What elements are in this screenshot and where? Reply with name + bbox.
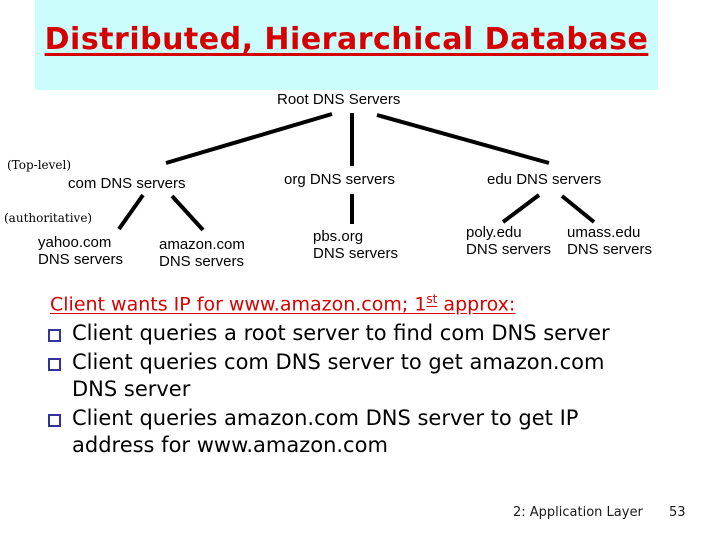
list-heading: Client wants IP for www.amazon.com; 1st … xyxy=(50,292,680,315)
title-banner xyxy=(35,0,658,90)
edge-edu-poly xyxy=(501,193,541,224)
node-amazon-line2: DNS servers xyxy=(159,253,245,270)
tier-tag-top-level: (Top-level) xyxy=(7,158,72,172)
node-root-dns-servers: Root DNS Servers xyxy=(277,91,401,108)
list-item-text: Client queries amazon.com DNS server to … xyxy=(72,406,579,458)
node-poly-line2: DNS servers xyxy=(466,241,552,258)
node-umass-line1: umass.edu xyxy=(567,224,641,241)
footer-page-number: 53 xyxy=(669,505,686,520)
node-yahoo-line1: yahoo.com xyxy=(38,234,112,251)
edge-com-amazon xyxy=(170,194,205,232)
list-heading-prefix: Client wants IP for www.amazon.com; 1 xyxy=(50,293,427,316)
node-amazon-dns-servers: amazon.com DNS servers xyxy=(159,236,245,270)
footer-chapter-label: 2: Application Layer xyxy=(513,505,643,520)
node-poly-dns-servers: poly.edu DNS servers xyxy=(466,224,551,258)
edge-com-yahoo xyxy=(117,193,145,231)
node-umass-dns-servers: umass.edu DNS servers xyxy=(567,224,652,258)
node-org-dns-servers: org DNS servers xyxy=(284,171,395,188)
tier-tag-authoritative: (authoritative) xyxy=(4,211,93,225)
list-item-text: Client queries com DNS server to get ama… xyxy=(72,350,605,402)
body-content: Client wants IP for www.amazon.com; 1st … xyxy=(40,292,680,461)
node-yahoo-line2: DNS servers xyxy=(38,251,124,268)
node-poly-line1: poly.edu xyxy=(466,224,522,241)
slide-footer: 2: Application Layer 53 xyxy=(0,505,720,530)
edge-edu-umass xyxy=(560,194,596,224)
node-com-dns-servers: com DNS servers xyxy=(68,175,186,192)
square-bullet-icon xyxy=(48,414,61,428)
node-pbs-line1: pbs.org xyxy=(313,228,364,245)
list-item: Client queries a root server to find com… xyxy=(40,320,680,347)
list-item: Client queries amazon.com DNS server to … xyxy=(40,405,680,459)
edge-root-edu xyxy=(376,113,550,165)
square-bullet-icon xyxy=(48,329,61,343)
edge-root-com xyxy=(165,112,333,165)
list-heading-superscript: st xyxy=(426,292,438,306)
node-amazon-line1: amazon.com xyxy=(159,236,245,253)
page-title: Distributed, Hierarchical Database xyxy=(44,22,649,57)
list-heading-suffix: approx: xyxy=(437,293,516,316)
node-edu-dns-servers: edu DNS servers xyxy=(487,171,602,188)
node-yahoo-dns-servers: yahoo.com DNS servers xyxy=(38,234,123,268)
list-item: Client queries com DNS server to get ama… xyxy=(40,349,680,403)
list-item-text: Client queries a root server to find com… xyxy=(72,321,610,346)
node-pbs-line2: DNS servers xyxy=(313,245,399,262)
node-umass-line2: DNS servers xyxy=(567,241,653,258)
square-bullet-icon xyxy=(48,358,61,372)
node-pbs-dns-servers: pbs.org DNS servers xyxy=(313,228,398,262)
